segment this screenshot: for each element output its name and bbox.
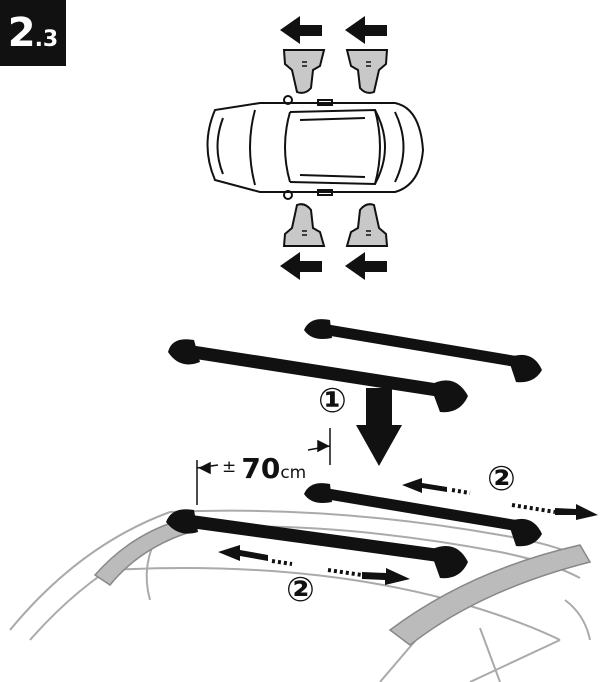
step-sub-number: .3 xyxy=(34,27,59,52)
roof-bar-front-mounted-icon xyxy=(166,509,468,579)
bottom-arrow-left-2-icon xyxy=(345,252,387,280)
step-number: 2 xyxy=(7,10,36,56)
bottom-arrow-left-1-icon xyxy=(280,252,322,280)
roof-bar-rear-raised-icon xyxy=(304,319,542,383)
top-arrow-left-1-icon xyxy=(280,16,322,44)
foot-bottom-left-icon xyxy=(282,203,326,247)
bar-spacing-measurement: ± 70cm xyxy=(222,452,306,485)
marker-step-two-lower: ② xyxy=(286,570,315,610)
adjust-arrow-lower-icon xyxy=(218,545,410,585)
measure-value: 70 xyxy=(241,452,281,485)
top-arrow-left-2-icon xyxy=(345,16,387,44)
roof-bar-rear-mounted-icon xyxy=(304,483,542,547)
down-arrow-icon xyxy=(356,388,402,466)
roof-rail-right-icon xyxy=(388,544,592,646)
car-top-view-icon xyxy=(206,95,425,200)
dimension-indicator-icon xyxy=(196,428,331,505)
step-badge: 2.3 xyxy=(0,0,66,66)
measure-unit: cm xyxy=(280,463,307,483)
marker-step-one: ① xyxy=(318,381,347,421)
roof-bar-front-raised-icon xyxy=(168,339,468,413)
foot-bottom-right-icon xyxy=(345,203,389,247)
adjust-arrow-upper-icon xyxy=(402,478,598,520)
foot-top-left-icon xyxy=(282,49,326,94)
foot-top-right-icon xyxy=(345,49,389,94)
measure-prefix: ± xyxy=(222,457,237,477)
marker-step-two-upper: ② xyxy=(487,459,516,499)
